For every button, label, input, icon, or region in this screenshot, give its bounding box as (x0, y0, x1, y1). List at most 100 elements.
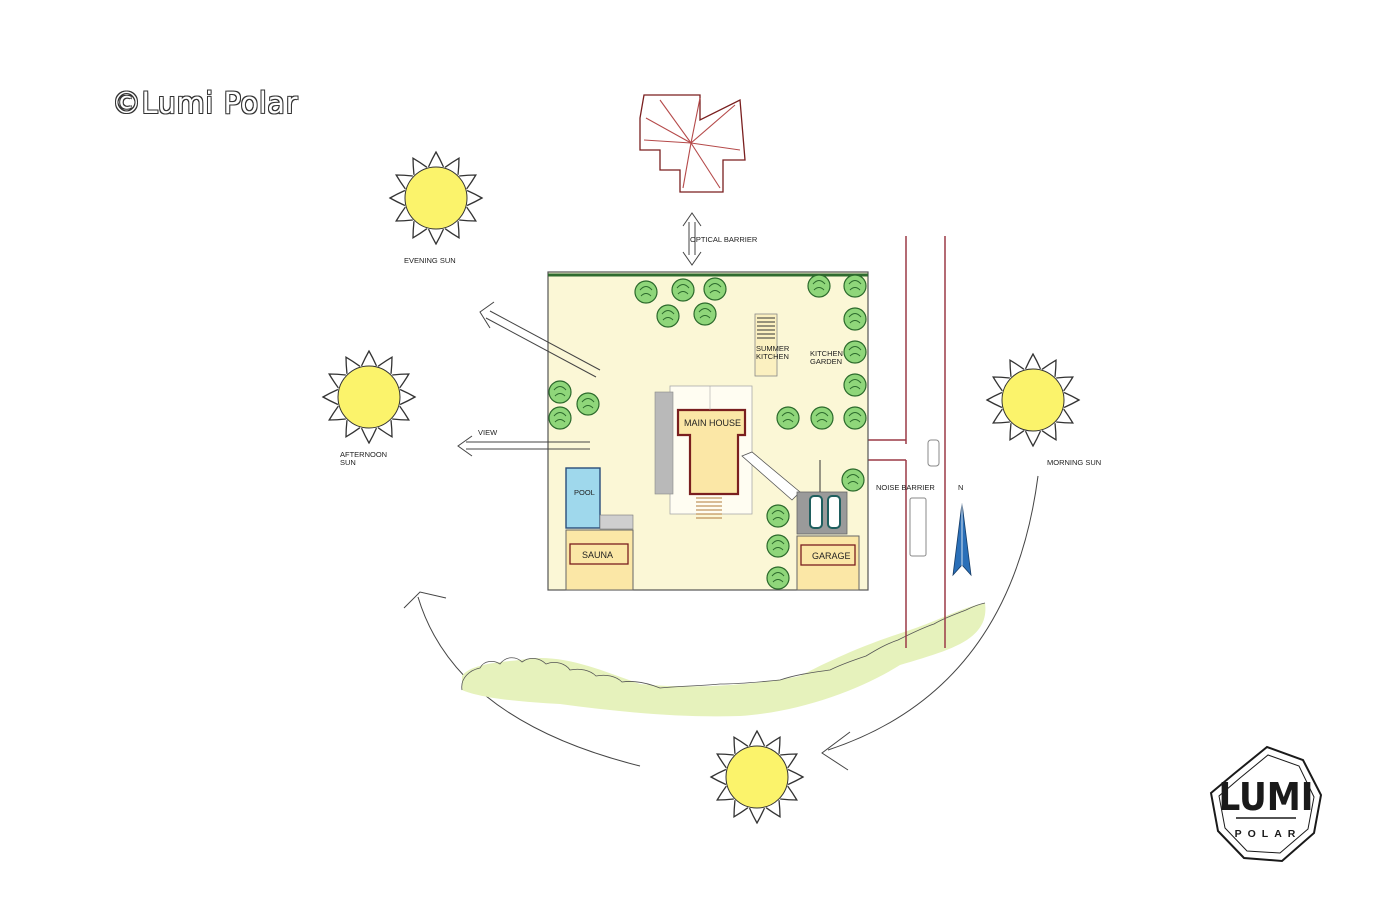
sun-ray (985, 391, 1003, 409)
tree-icon (766, 534, 790, 558)
pool (565, 467, 634, 530)
sun-ray (392, 405, 410, 421)
tree-icon (576, 392, 600, 416)
logo-main-text: LUMI (1219, 775, 1314, 819)
sun-ray (716, 753, 734, 769)
sun-ray (321, 388, 339, 406)
afternoon-sun-label-2: SUN (340, 458, 356, 467)
sun-ray (427, 150, 445, 168)
tree-icon (776, 406, 800, 430)
sun-ray (345, 356, 361, 374)
sun-ray (377, 356, 393, 374)
garage (796, 535, 860, 591)
sun-ray (399, 388, 417, 406)
tree-icon (693, 302, 717, 326)
sun-ray (392, 373, 410, 389)
sun-ray (360, 427, 378, 445)
main-house-label: MAIN HOUSE (684, 418, 741, 428)
sun-ray (388, 189, 406, 207)
sauna (565, 529, 634, 591)
sun-ray (780, 753, 798, 769)
sun-ray (427, 228, 445, 246)
sun-ray (328, 373, 346, 389)
sun-ray (360, 349, 378, 367)
evening-sun-icon (388, 150, 484, 246)
tree-icon (843, 274, 867, 298)
sun-ray (412, 157, 428, 175)
sun-ray (1041, 359, 1057, 377)
sun-ray (444, 157, 460, 175)
sun-ray (1056, 376, 1074, 392)
tree-icon (810, 406, 834, 430)
tree-icon (766, 504, 790, 528)
noise-barrier-label: NOISE BARRIER (876, 483, 935, 492)
sun-ray (1024, 430, 1042, 448)
sun-ray (459, 206, 477, 222)
tree-icon (766, 566, 790, 590)
summer-kitchen (754, 313, 778, 377)
sun-path-west-arc (417, 596, 641, 767)
sun-path-west-arrowhead (403, 591, 447, 609)
view-arrow-northwest (479, 301, 601, 378)
sun-ray (395, 174, 413, 190)
tree-icon (843, 340, 867, 364)
sun-ray (1024, 352, 1042, 370)
sun-ray (733, 800, 749, 818)
tree-icon (548, 380, 572, 404)
logo-sub-text: POLAR (1235, 828, 1302, 840)
tree-icon (703, 277, 727, 301)
sun-ray (992, 408, 1010, 424)
sun-ray (412, 221, 428, 239)
view-arrow-west (457, 435, 590, 457)
driveway (796, 460, 848, 535)
sun-ray (716, 785, 734, 801)
kitchen-garden-label-1: KITCHEN (810, 349, 843, 358)
afternoon-sun-icon (321, 349, 417, 445)
evening-sun-label: EVENING SUN (404, 256, 456, 265)
sun-ray (328, 405, 346, 421)
kitchen-garden-label-2: GARDEN (810, 357, 842, 366)
tree-icon (548, 406, 572, 430)
sun-path-east-arc (827, 475, 1039, 751)
sun-ray (748, 729, 766, 747)
sun-ray (444, 221, 460, 239)
sun-ray (395, 206, 413, 222)
sun-ray (709, 768, 727, 786)
copyright-watermark: ©Lumi Polar (112, 86, 298, 120)
tree-icon (843, 406, 867, 430)
car-small (927, 439, 940, 467)
green-hedge-band (462, 603, 986, 717)
tree-icon (671, 278, 695, 302)
trees (548, 274, 867, 590)
sun-ray (1009, 359, 1025, 377)
sun-ray (345, 420, 361, 438)
tree-icon (807, 274, 831, 298)
sun-ray (459, 174, 477, 190)
afternoon-sun-label-1: AFTERNOON (340, 450, 387, 459)
optical-barrier-label: OPTICAL BARRIER (690, 235, 758, 244)
summer-kitchen-label-2: KITCHEN (756, 352, 789, 361)
sun-ray (765, 800, 781, 818)
sun-path-east-arrowhead (821, 731, 851, 771)
lumi-polar-logo: LUMI POLAR (1209, 745, 1323, 863)
tree-icon (634, 280, 658, 304)
optical-barrier-arrow (682, 212, 702, 266)
sun-ray (780, 785, 798, 801)
sun-ray (748, 807, 766, 825)
sun-ray (992, 376, 1010, 392)
tree-icon (841, 468, 865, 492)
sun-ray (1009, 423, 1025, 441)
garage-label: GARAGE (812, 551, 851, 561)
morning-sun-label: MORNING SUN (1047, 458, 1101, 467)
pool-label: POOL (574, 488, 595, 497)
main-house (654, 385, 801, 519)
sun-ray (377, 420, 393, 438)
neighbour-house (639, 94, 746, 193)
sun-ray (765, 736, 781, 754)
north-arrow-icon (952, 502, 972, 577)
morning-sun-icon (985, 352, 1081, 448)
north-label: N (958, 483, 963, 492)
sauna-label: SAUNA (582, 550, 613, 560)
green-hedge-outline (461, 602, 986, 691)
